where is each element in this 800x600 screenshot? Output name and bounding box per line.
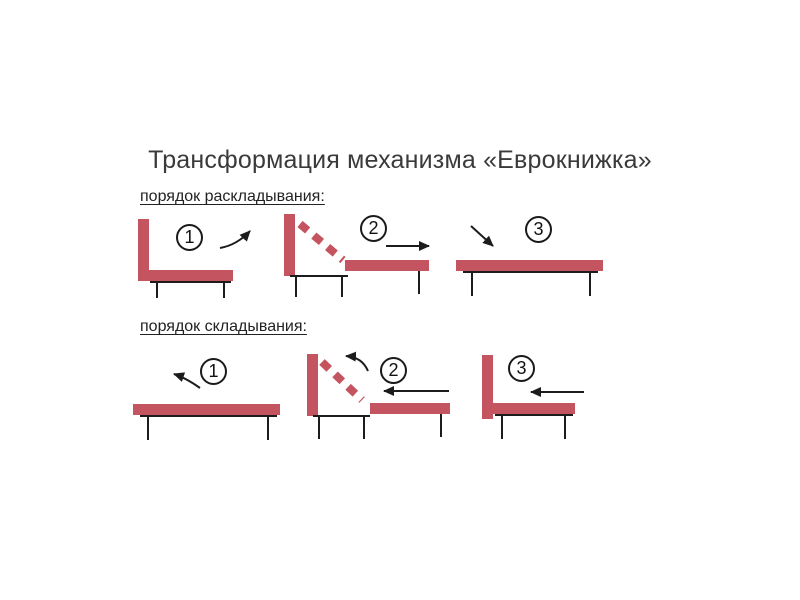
seat-shape (490, 403, 575, 414)
frame-lines (463, 271, 598, 296)
fold-step-3-figure (482, 355, 584, 439)
seat-shape (370, 403, 450, 414)
step-badge-fold-3: 3 (508, 355, 535, 382)
fold-step-1-figure (133, 372, 280, 440)
step-number: 1 (184, 227, 195, 247)
seat-shape (133, 404, 280, 415)
backrest-shape (138, 219, 149, 281)
unfold-step-3-figure (456, 225, 603, 296)
motion-arrow-icon (345, 351, 369, 372)
frame-lines (140, 415, 277, 440)
seat-shape (456, 260, 603, 271)
step-number: 2 (388, 360, 399, 380)
backrest-shape (284, 214, 295, 276)
section-label-unfolding: порядок раскладывания: (140, 188, 325, 205)
step-badge-unfold-1: 1 (176, 224, 203, 251)
step-badge-fold-2: 2 (380, 357, 407, 384)
backrest-shape (307, 354, 318, 416)
frame-lines (495, 414, 573, 439)
frame-lines (150, 281, 231, 298)
motion-arrow-icon (219, 230, 251, 249)
motion-arrow-icon (173, 372, 201, 389)
frame-lines (313, 414, 442, 439)
step-badge-unfold-2: 2 (360, 215, 387, 242)
backrest-shape (482, 355, 493, 419)
seat-shape (345, 260, 429, 271)
section-label-folding: порядок складывания: (140, 318, 307, 335)
fold-step-2-figure (307, 351, 450, 439)
unfold-step-2-figure (284, 214, 430, 297)
motion-arrow-icon (470, 225, 494, 247)
page-title: Трансформация механизма «Еврокнижка» (148, 146, 652, 174)
step-badge-unfold-3: 3 (525, 216, 552, 243)
backrest-motion-dashed (297, 220, 346, 264)
step-number: 2 (368, 218, 379, 238)
unfold-step-1-figure (138, 219, 251, 298)
step-number: 3 (533, 219, 544, 239)
step-number: 1 (208, 361, 219, 381)
step-badge-fold-1: 1 (200, 358, 227, 385)
step-number: 3 (516, 358, 527, 378)
frame-lines (290, 271, 420, 297)
seat-shape (147, 270, 233, 281)
backrest-motion-dashed (319, 359, 365, 403)
